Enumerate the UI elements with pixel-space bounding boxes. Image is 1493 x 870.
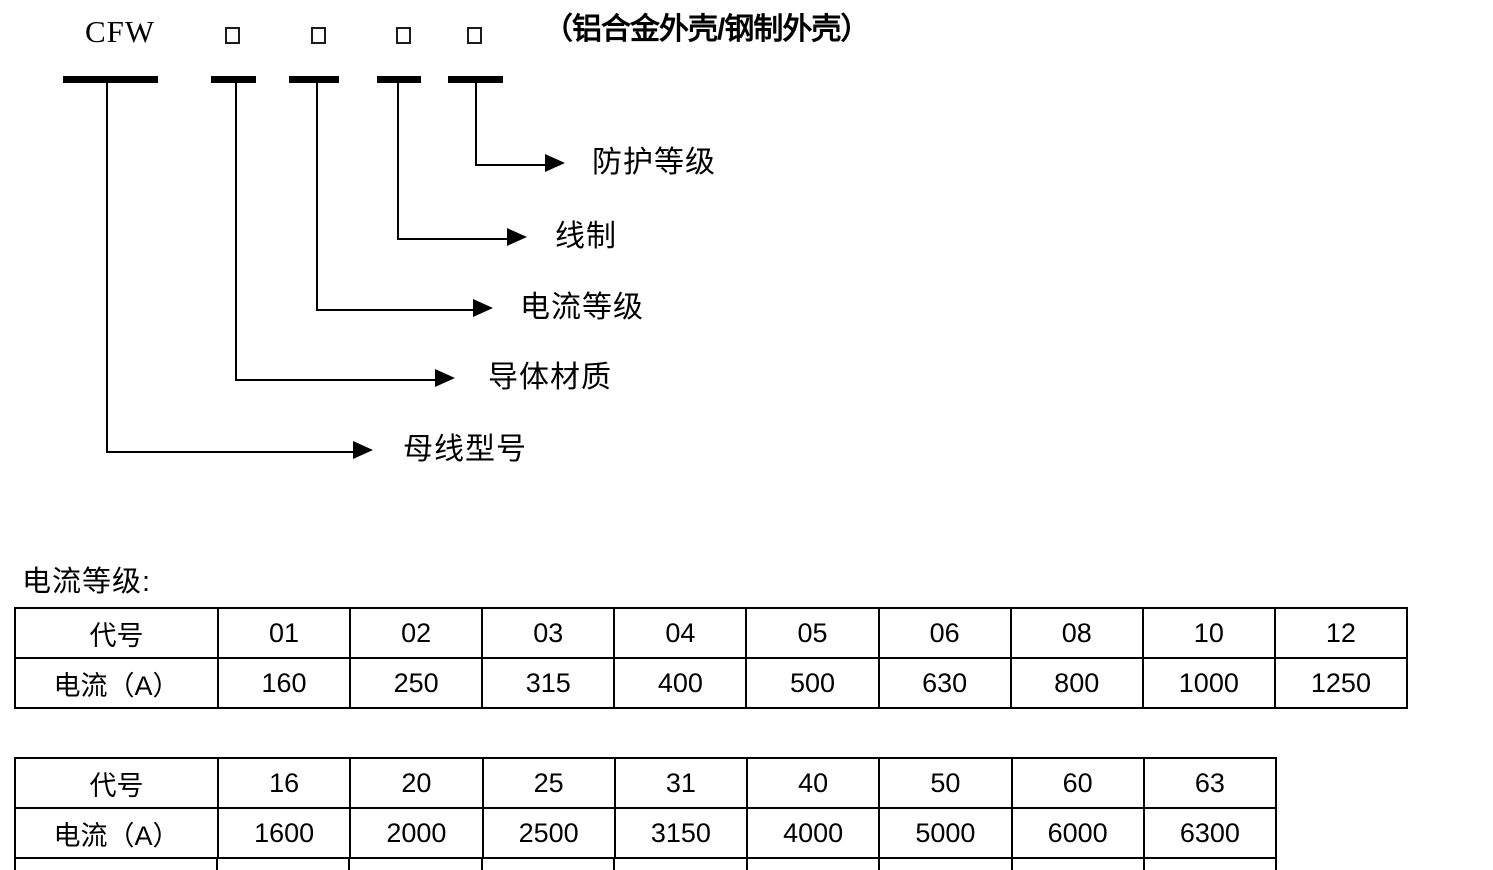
- table-border-stub: [746, 857, 748, 870]
- current-cell: 6300: [1142, 807, 1278, 859]
- current-cell: 400: [613, 657, 748, 709]
- connector-protection-rating: [475, 83, 547, 166]
- table-border-stub: [878, 857, 880, 870]
- code-cell: 50: [878, 757, 1013, 809]
- code-cell: 04: [613, 607, 748, 659]
- arrowhead-icon: [473, 299, 493, 317]
- callout-conductor-material: 导体材质: [488, 361, 612, 394]
- table-border-stub: [481, 857, 483, 870]
- arrowhead-icon: [507, 228, 527, 246]
- connector-current-rating: [316, 83, 475, 311]
- code-cell: 25: [481, 757, 616, 809]
- current-cell: 800: [1009, 657, 1144, 709]
- current-cell: 630: [877, 657, 1012, 709]
- code-cell: 02: [349, 607, 484, 659]
- enclosure-note: （铝合金外壳/钢制外壳）: [543, 13, 870, 46]
- code-cell: 10: [1141, 607, 1276, 659]
- table-border-stub: [1011, 857, 1013, 870]
- current-cell: 500: [745, 657, 880, 709]
- code-cell: 40: [745, 757, 881, 809]
- underline-bar-digit-2: [289, 76, 339, 83]
- table-border-stub: [348, 857, 350, 870]
- arrowhead-icon: [435, 369, 455, 387]
- connector-conductor-material: [235, 83, 437, 381]
- row-header-cell: 电流（A）: [14, 807, 219, 859]
- underline-bar-digit-3: [377, 76, 421, 83]
- code-cell: 03: [481, 607, 616, 659]
- current-cell: 1000: [1141, 657, 1276, 709]
- callout-busbar-model: 母线型号: [403, 433, 527, 466]
- current-cell: 5000: [878, 807, 1013, 859]
- callout-wire-system: 线制: [555, 220, 617, 253]
- code-cell: 63: [1142, 757, 1278, 809]
- current-cell: 4000: [745, 807, 881, 859]
- current-cell: 6000: [1010, 807, 1145, 859]
- code-cell: 08: [1009, 607, 1144, 659]
- table-border-stub: [14, 857, 16, 870]
- underline-bar-digit-1: [211, 76, 256, 83]
- code-cell: 12: [1273, 607, 1409, 659]
- current-table-2: 代号 16 20 25 31 40 50 60 63 电流（A） 1600 20…: [14, 757, 1278, 859]
- table-row: 代号 01 02 03 04 05 06 08 10 12: [14, 607, 1409, 659]
- underline-bar-prefix: [63, 76, 158, 83]
- arrowhead-icon: [545, 154, 565, 172]
- row-header-cell: 代号: [14, 607, 219, 659]
- current-cell: 160: [216, 657, 352, 709]
- connector-busbar-model: [106, 83, 355, 453]
- model-prefix: CFW: [85, 14, 156, 49]
- code-cell: 60: [1010, 757, 1145, 809]
- code-cell: 31: [613, 757, 749, 809]
- model-digit-box-4: [467, 27, 482, 44]
- code-cell: 06: [877, 607, 1012, 659]
- current-cell: 1600: [216, 807, 352, 859]
- arrowhead-icon: [353, 441, 373, 459]
- connector-wire-system: [397, 83, 509, 240]
- table-row: 电流（A） 160 250 315 400 500 630 800 1000 1…: [14, 657, 1409, 709]
- current-cell: 3150: [613, 807, 749, 859]
- model-digit-box-3: [396, 27, 411, 44]
- table-border-stub: [1275, 857, 1277, 870]
- callout-protection-rating: 防护等级: [592, 146, 716, 179]
- code-cell: 05: [745, 607, 880, 659]
- model-digit-box-1: [225, 27, 240, 44]
- model-digit-box-2: [311, 27, 326, 44]
- current-cell: 2000: [349, 807, 484, 859]
- current-table-1: 代号 01 02 03 04 05 06 08 10 12 电流（A） 160 …: [14, 607, 1409, 709]
- current-cell: 250: [349, 657, 484, 709]
- table-border-stub: [216, 857, 218, 870]
- code-cell: 01: [216, 607, 352, 659]
- table-row: 代号 16 20 25 31 40 50 60 63: [14, 757, 1278, 809]
- code-cell: 20: [349, 757, 484, 809]
- row-header-cell: 代号: [14, 757, 219, 809]
- section-heading: 电流等级:: [22, 566, 152, 598]
- underline-bar-digit-4: [448, 76, 503, 83]
- current-cell: 315: [481, 657, 616, 709]
- table-border-stub: [613, 857, 615, 870]
- callout-current-rating: 电流等级: [520, 291, 644, 324]
- current-cell: 2500: [481, 807, 616, 859]
- code-cell: 16: [216, 757, 352, 809]
- current-cell: 1250: [1273, 657, 1409, 709]
- row-header-cell: 电流（A）: [14, 657, 219, 709]
- table-row: 电流（A） 1600 2000 2500 3150 4000 5000 6000…: [14, 807, 1278, 859]
- table-border-stub: [1143, 857, 1145, 870]
